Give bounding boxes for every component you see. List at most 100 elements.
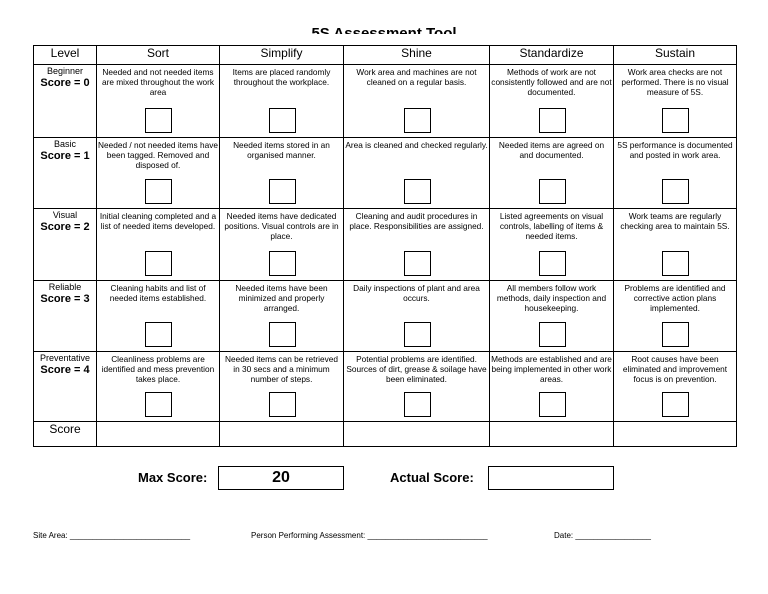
score-checkbox[interactable] [538, 392, 566, 417]
criteria-cell-sort: Initial cleaning completed and a list of… [96, 208, 220, 281]
criteria-description: Needed items stored in an organised mann… [233, 140, 330, 160]
score-checkbox[interactable] [268, 108, 296, 133]
level-score: Score = 2 [40, 221, 90, 233]
score-checkbox[interactable] [403, 108, 431, 133]
criteria-cell-sustain: Root causes have been eliminated and imp… [613, 351, 737, 422]
score-checkbox[interactable] [662, 179, 689, 204]
score-checkbox[interactable] [145, 322, 172, 347]
score-checkbox[interactable] [268, 322, 296, 347]
criteria-description: All members follow work methods, daily i… [496, 283, 607, 313]
score-checkbox[interactable] [403, 251, 431, 276]
criteria-description: Cleaning and audit procedures in place. … [349, 211, 484, 231]
actual-score-label: Actual Score: [390, 470, 474, 485]
criteria-cell-shine: Work area and machines are not cleaned o… [343, 64, 490, 138]
criteria-description: Area is cleaned and checked regularly. [345, 140, 488, 150]
criteria-cell-simplify: Items are placed randomly throughout the… [219, 64, 344, 138]
criteria-cell-shine: Cleaning and audit procedures in place. … [343, 208, 490, 281]
criteria-cell-sustain: Work teams are regularly checking area t… [613, 208, 737, 281]
score-checkbox[interactable] [268, 392, 296, 417]
score-cell-shine[interactable] [343, 421, 490, 447]
criteria-description: Needed items are agreed on and documente… [498, 140, 605, 160]
criteria-cell-standardize: Listed agreements on visual controls, la… [489, 208, 614, 281]
score-checkbox[interactable] [538, 322, 566, 347]
score-cell-sort[interactable] [96, 421, 220, 447]
max-score-field[interactable]: 20 [218, 466, 344, 490]
score-checkbox[interactable] [145, 179, 172, 204]
score-checkbox[interactable] [268, 251, 296, 276]
person-assessment-field[interactable]: Person Performing Assessment: __________… [251, 531, 488, 540]
criteria-cell-shine: Area is cleaned and checked regularly. [343, 137, 490, 209]
criteria-cell-standardize: Methods of work are not consistently fol… [489, 64, 614, 138]
score-checkbox[interactable] [403, 392, 431, 417]
level-name: Basic [53, 139, 76, 149]
criteria-cell-sort: Needed / not needed items have been tagg… [96, 137, 220, 209]
criteria-description: Cleanliness problems are identified and … [101, 354, 215, 384]
criteria-description: Cleaning habits and list of needed items… [109, 283, 207, 303]
criteria-description: Problems are identified and corrective a… [624, 283, 726, 313]
criteria-cell-sort: Cleanliness problems are identified and … [96, 351, 220, 422]
max-score-label: Max Score: [138, 470, 208, 485]
score-checkbox[interactable] [268, 179, 296, 204]
criteria-description: Methods of work are not consistently fol… [491, 67, 612, 97]
score-checkbox[interactable] [662, 392, 689, 417]
criteria-description: Needed items have been minimized and pro… [235, 283, 328, 313]
date-field[interactable]: Date: _________________ [554, 531, 651, 540]
score-checkbox[interactable] [538, 251, 566, 276]
criteria-description: Items are placed randomly throughout the… [232, 67, 331, 87]
level-name: Visual [52, 210, 78, 220]
criteria-description: Work area checks are not performed. Ther… [621, 67, 729, 97]
criteria-description: 5S performance is documented and posted … [617, 140, 733, 160]
score-checkbox[interactable] [145, 251, 172, 276]
assessment-table: Level Sort Simplify Shine Standardize Su… [33, 45, 737, 447]
score-row-label: Score [33, 421, 97, 447]
criteria-cell-simplify: Needed items stored in an organised mann… [219, 137, 344, 209]
criteria-description: Root causes have been eliminated and imp… [622, 354, 728, 384]
score-checkbox[interactable] [403, 322, 431, 347]
criteria-cell-sustain: Work area checks are not performed. Ther… [613, 64, 737, 138]
score-cell-simplify[interactable] [219, 421, 344, 447]
level-name: Beginner [46, 66, 84, 76]
score-checkbox[interactable] [662, 251, 689, 276]
site-area-field[interactable]: Site Area: ___________________________ [33, 531, 191, 540]
score-checkbox[interactable] [145, 392, 172, 417]
criteria-cell-simplify: Needed items have been minimized and pro… [219, 280, 344, 352]
score-checkbox[interactable] [403, 179, 431, 204]
criteria-cell-simplify: Needed items can be retrieved in 30 secs… [219, 351, 344, 422]
column-header-level: Level [33, 45, 97, 65]
score-checkbox[interactable] [538, 179, 566, 204]
level-name: Reliable [48, 282, 82, 292]
column-header-shine: Shine [343, 45, 490, 65]
score-checkbox[interactable] [538, 108, 566, 133]
level-score: Score = 3 [40, 293, 90, 305]
actual-score-field[interactable] [488, 466, 614, 490]
score-cell-sustain[interactable] [613, 421, 737, 447]
criteria-cell-shine: Daily inspections of plant and area occu… [343, 280, 490, 352]
criteria-cell-standardize: Methods are established and are being im… [489, 351, 614, 422]
score-checkbox[interactable] [145, 108, 172, 133]
score-checkbox[interactable] [662, 322, 689, 347]
score-checkbox[interactable] [662, 108, 689, 133]
criteria-description: Work area and machines are not cleaned o… [356, 67, 477, 87]
criteria-description: Potential problems are identified. Sourc… [346, 354, 487, 384]
criteria-cell-shine: Potential problems are identified. Sourc… [343, 351, 490, 422]
score-cell-standardize[interactable] [489, 421, 614, 447]
criteria-description: Needed items have dedicated positions. V… [224, 211, 339, 241]
criteria-description: Methods are established and are being im… [491, 354, 612, 384]
score-row: Score [33, 421, 737, 447]
criteria-description: Needed and not needed items are mixed th… [101, 67, 215, 97]
level-score: Score = 0 [40, 77, 90, 89]
criteria-cell-sustain: Problems are identified and corrective a… [613, 280, 737, 352]
column-header-sustain: Sustain [613, 45, 737, 65]
level-name: Preventative [39, 353, 91, 363]
criteria-cell-sort: Cleaning habits and list of needed items… [96, 280, 220, 352]
page-title: 5S Assessment Tool [311, 25, 457, 34]
